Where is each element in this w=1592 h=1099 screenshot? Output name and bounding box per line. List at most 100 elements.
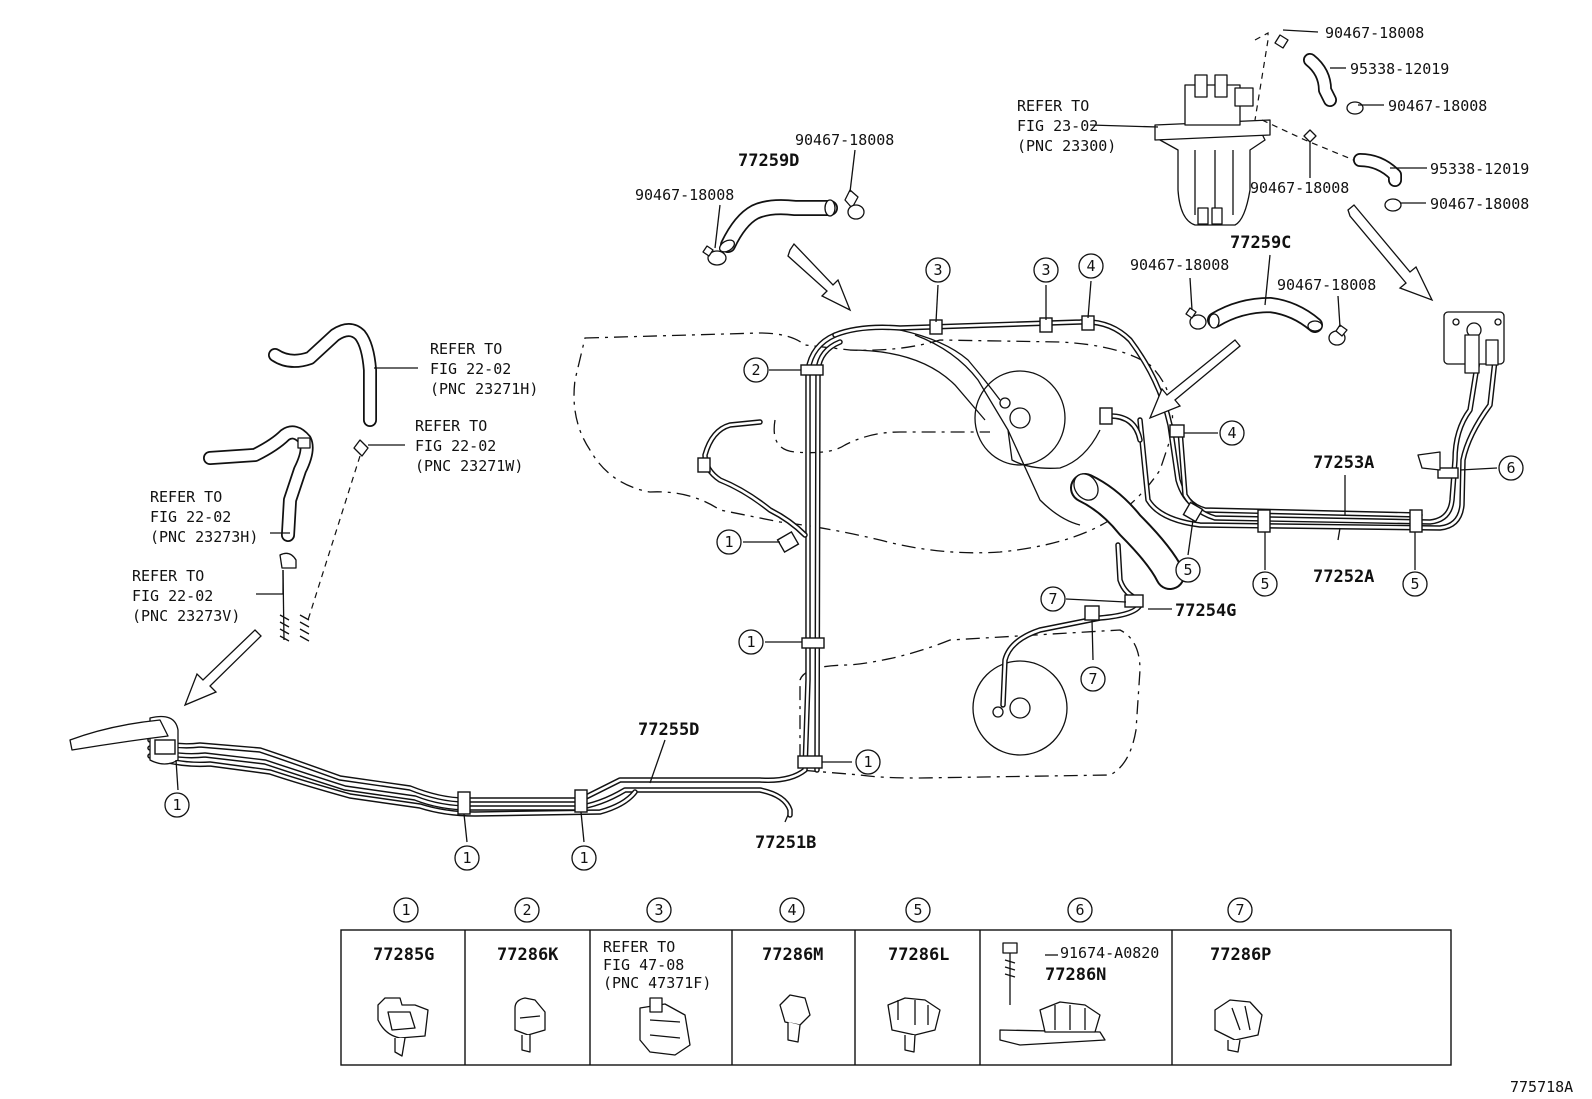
callout-3a: 3 bbox=[925, 257, 951, 283]
ref-23300-line1: REFER TO bbox=[1017, 97, 1089, 115]
ref-23271w-line2: FIG 22-02 bbox=[415, 437, 496, 455]
clip-77286N-icon bbox=[999, 942, 1106, 1046]
svg-text:3: 3 bbox=[1041, 261, 1050, 279]
clamp-label-h: 90467-18008 bbox=[1277, 276, 1376, 294]
ref-23273v-line3: (PNC 23273V) bbox=[132, 607, 240, 625]
callout-1c: 1 bbox=[855, 749, 881, 775]
canister-hoses bbox=[1254, 31, 1402, 212]
legend-ref-line3: (PNC 47371F) bbox=[603, 974, 711, 992]
svg-text:1: 1 bbox=[724, 533, 733, 551]
clamp-label-c: 90467-18008 bbox=[1250, 179, 1349, 197]
callout-5b: 5 bbox=[1252, 571, 1278, 597]
legend-part-77286N: 77286N bbox=[1045, 965, 1106, 985]
legend-ref-line2: FIG 47-08 bbox=[603, 956, 684, 974]
part-number-labels: 90467-18008 95338-12019 90467-18008 9533… bbox=[635, 24, 1529, 853]
clip-77286M-icon bbox=[779, 994, 811, 1043]
legend-num-6: 6 bbox=[1067, 897, 1093, 923]
legend-ref-line1: REFER TO bbox=[603, 938, 675, 956]
ref-23271h-line1: REFER TO bbox=[430, 340, 502, 358]
clip-77286K-icon bbox=[514, 997, 546, 1053]
svg-text:1: 1 bbox=[462, 849, 471, 867]
svg-text:2: 2 bbox=[751, 361, 760, 379]
fuel-tank-outline bbox=[573, 332, 1174, 779]
callout-5c: 5 bbox=[1402, 571, 1428, 597]
clamp-label-d: 90467-18008 bbox=[1430, 195, 1529, 213]
clamp-label-f: 90467-18008 bbox=[635, 186, 734, 204]
callout-6: 6 bbox=[1498, 455, 1524, 481]
svg-text:3: 3 bbox=[933, 261, 942, 279]
ref-23273h-line3: (PNC 23273H) bbox=[150, 528, 258, 546]
svg-text:6: 6 bbox=[1506, 459, 1515, 477]
legend-part-77285G: 77285G bbox=[373, 945, 434, 965]
part-label-77251B: 77251B bbox=[755, 833, 816, 853]
svg-text:5: 5 bbox=[1183, 561, 1192, 579]
hose-77259D bbox=[702, 189, 865, 266]
ref-23300-line3: (PNC 23300) bbox=[1017, 137, 1116, 155]
pipe-clamps bbox=[69, 315, 1459, 815]
callout-1a: 1 bbox=[716, 529, 742, 555]
legend-num-2: 2 bbox=[514, 897, 540, 923]
legend-num-3: 3 bbox=[646, 897, 672, 923]
part-label-77259C: 77259C bbox=[1230, 233, 1291, 253]
part-label-77254G: 77254G bbox=[1175, 601, 1236, 621]
svg-text:1: 1 bbox=[172, 796, 181, 814]
callout-3b: 3 bbox=[1033, 257, 1059, 283]
clamp-label-a: 90467-18008 bbox=[1325, 24, 1424, 42]
hose-77259C bbox=[1185, 297, 1348, 346]
callout-1b: 1 bbox=[738, 629, 764, 655]
part-label-77255D: 77255D bbox=[638, 720, 699, 740]
clip-77286L-icon bbox=[887, 997, 941, 1053]
filler-neck-hose bbox=[1070, 473, 1185, 590]
clip-77285G-icon bbox=[377, 997, 429, 1057]
svg-text:7: 7 bbox=[1088, 670, 1097, 688]
svg-text:1: 1 bbox=[579, 849, 588, 867]
clamp-label-g: 90467-18008 bbox=[1130, 256, 1229, 274]
ref-23273h-line2: FIG 22-02 bbox=[150, 508, 231, 526]
legend-num-4: 4 bbox=[779, 897, 805, 923]
assembly-arrows bbox=[183, 204, 1434, 707]
callout-7b: 7 bbox=[1080, 666, 1106, 692]
clip-77286P-icon bbox=[1214, 999, 1263, 1053]
callout-7a: 7 bbox=[1040, 586, 1066, 612]
svg-text:6: 6 bbox=[1075, 901, 1084, 919]
callout-4b: 4 bbox=[1219, 420, 1245, 446]
legend-part-77286P: 77286P bbox=[1210, 945, 1271, 965]
legend-part-77286L: 77286L bbox=[888, 945, 949, 965]
svg-text:1: 1 bbox=[401, 901, 410, 919]
callout-1e: 1 bbox=[454, 845, 480, 871]
part-label-77259D: 77259D bbox=[738, 151, 799, 171]
ref-23271h-line2: FIG 22-02 bbox=[430, 360, 511, 378]
charcoal-canister bbox=[1154, 74, 1271, 226]
callout-4a: 4 bbox=[1078, 253, 1104, 279]
ref-23300-line2: FIG 23-02 bbox=[1017, 117, 1098, 135]
svg-text:7: 7 bbox=[1235, 901, 1244, 919]
svg-text:1: 1 bbox=[863, 753, 872, 771]
hose-label-95338-b: 95338-12019 bbox=[1430, 160, 1529, 178]
ref-23273v-line1: REFER TO bbox=[132, 567, 204, 585]
svg-text:5: 5 bbox=[1260, 575, 1269, 593]
legend-num-7: 7 bbox=[1227, 897, 1253, 923]
svg-text:4: 4 bbox=[1086, 257, 1095, 275]
legend-table: 1 2 3 4 5 6 7 77285G 77286K REFER TO FIG… bbox=[340, 897, 1452, 1066]
svg-text:4: 4 bbox=[1227, 424, 1236, 442]
leader-lines bbox=[175, 29, 1498, 843]
ref-23271h-line3: (PNC 23271H) bbox=[430, 380, 538, 398]
legend-num-5: 5 bbox=[905, 897, 931, 923]
part-label-77253A: 77253A bbox=[1313, 453, 1374, 473]
part-label-77252A: 77252A bbox=[1313, 567, 1374, 587]
clamp-label-e: 90467-18008 bbox=[795, 131, 894, 149]
clamp-label-b: 90467-18008 bbox=[1388, 97, 1487, 115]
callout-circles: 3 3 4 2 4 6 1 5 5 5 7 1 7 1 1 1 1 bbox=[164, 253, 1524, 871]
callout-1d: 1 bbox=[164, 792, 190, 818]
left-vent-hoses bbox=[203, 323, 377, 642]
clip-47371F-icon bbox=[639, 997, 691, 1056]
ref-23271w-line1: REFER TO bbox=[415, 417, 487, 435]
reference-notes: REFER TO FIG 23-02 (PNC 23300) REFER TO … bbox=[132, 97, 1116, 625]
pipe-bracket-right bbox=[1417, 311, 1505, 471]
svg-text:5: 5 bbox=[913, 901, 922, 919]
ref-23271w-line3: (PNC 23271W) bbox=[415, 457, 523, 475]
legend-part-77286M: 77286M bbox=[762, 945, 823, 965]
svg-text:5: 5 bbox=[1410, 575, 1419, 593]
callout-5a: 5 bbox=[1175, 557, 1201, 583]
